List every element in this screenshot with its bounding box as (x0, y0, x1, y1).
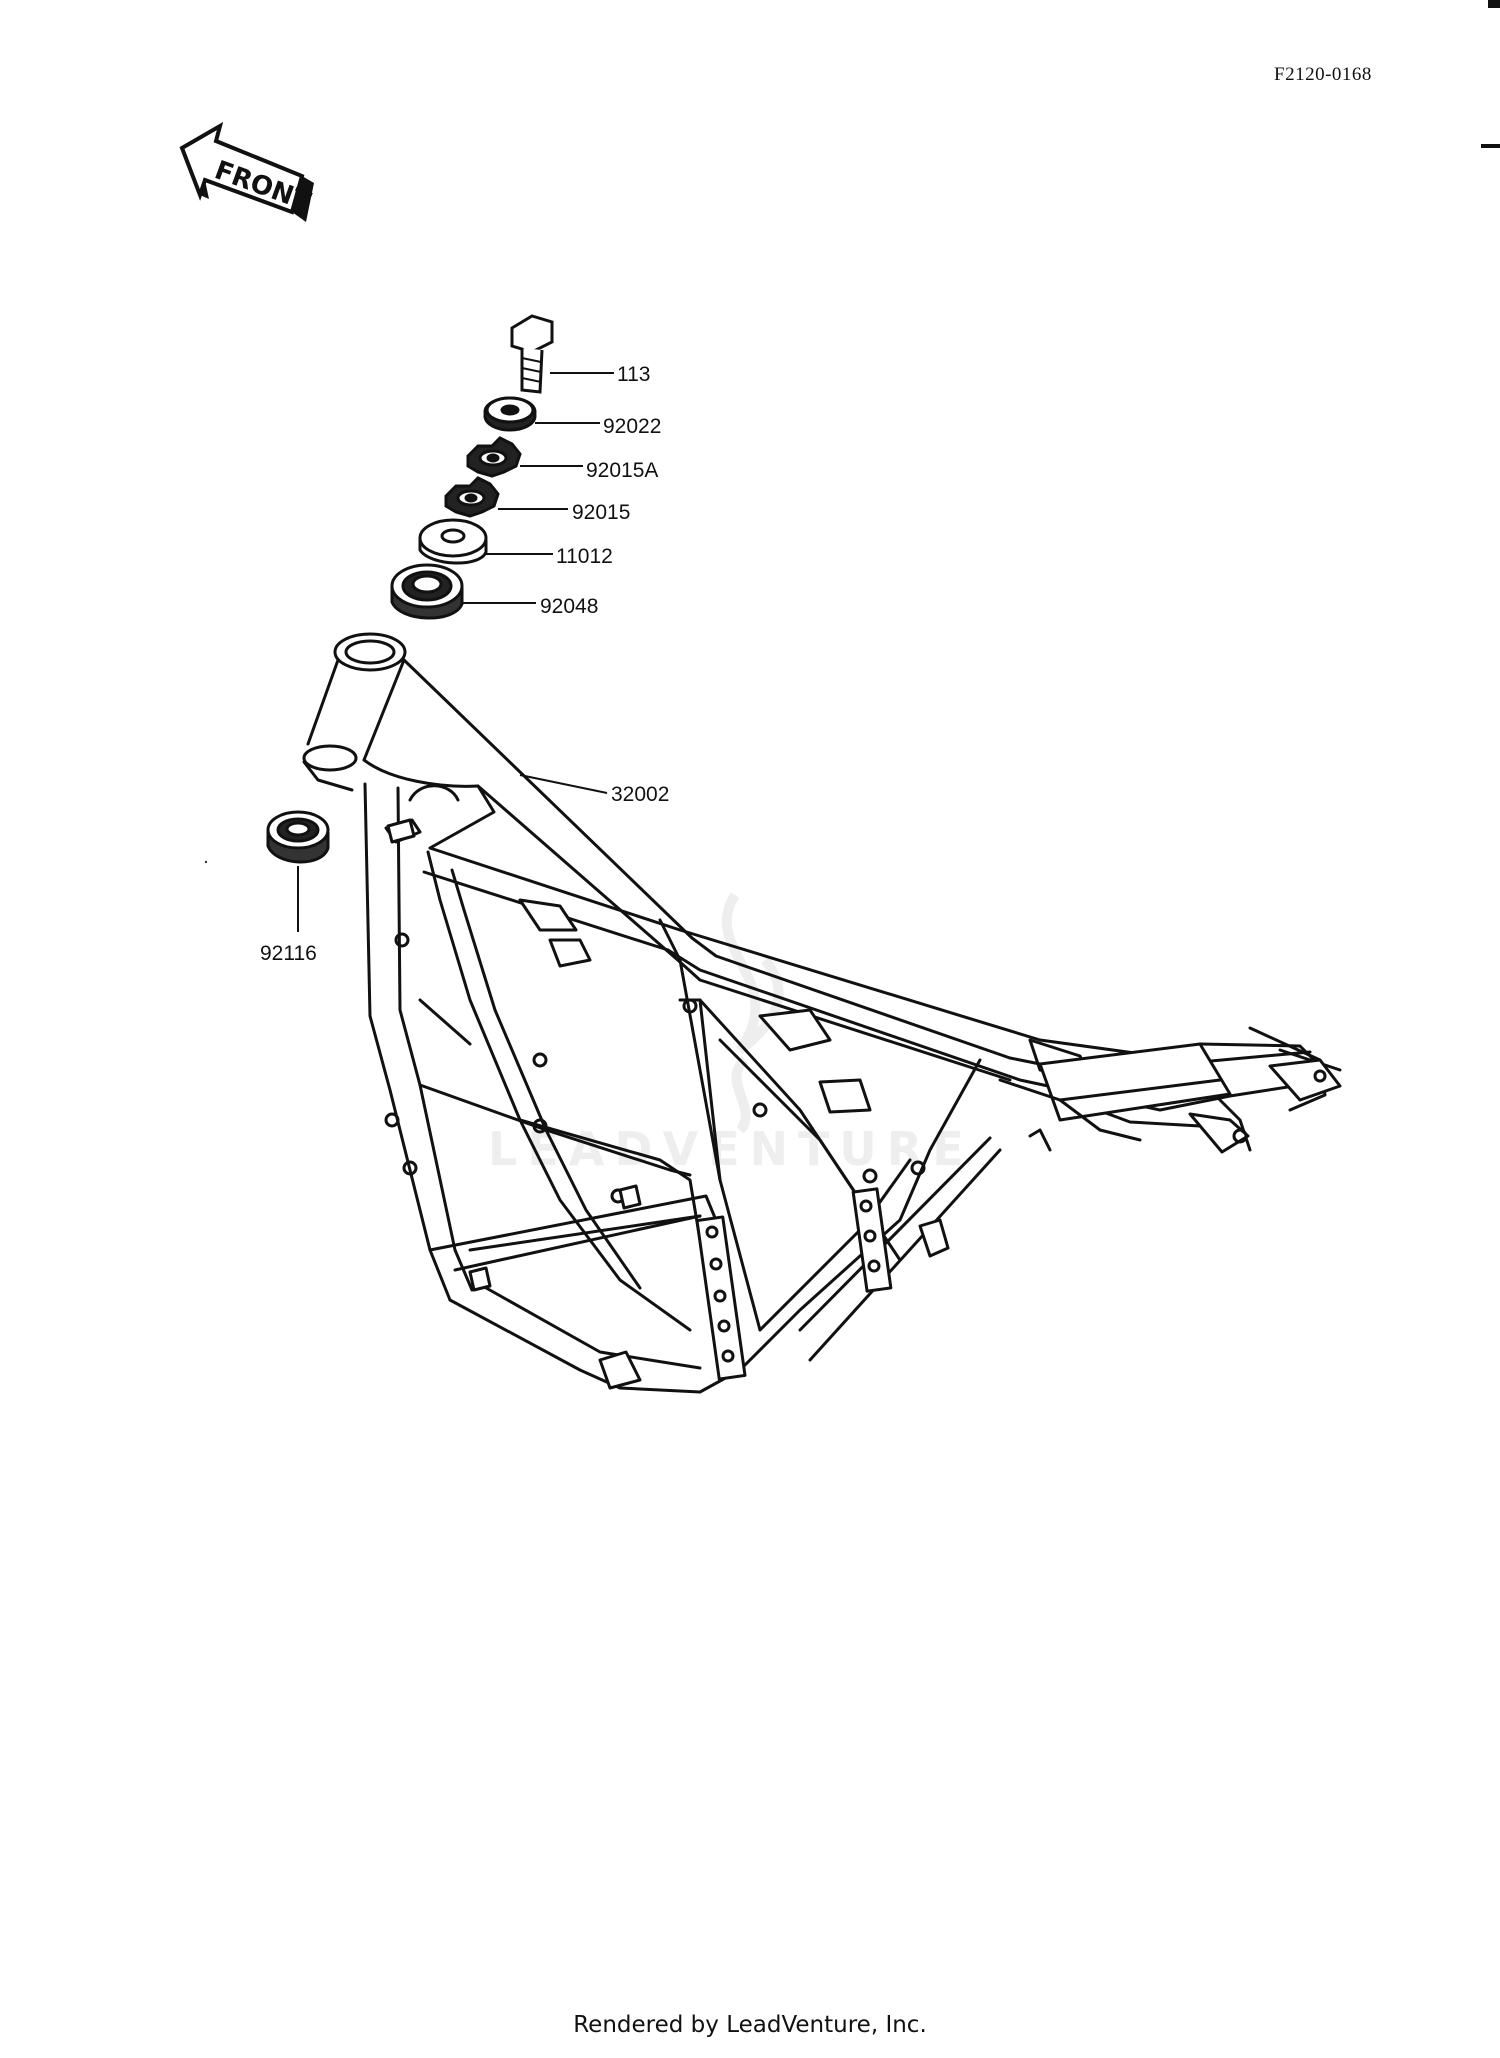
callout-113: 113 (617, 363, 650, 386)
watermark: LEADVENTURE (488, 1122, 974, 1176)
callout-92116: 92116 (260, 942, 317, 965)
nut-92015 (444, 476, 500, 518)
callout-92015A: 92015A (586, 459, 658, 482)
callout-92022: 92022 (603, 415, 661, 438)
footer-credit: Rendered by LeadVenture, Inc. (573, 2012, 927, 2038)
leader-lines (297, 372, 614, 932)
cap-11012 (418, 518, 488, 565)
edge-mark-top (1488, 0, 1500, 8)
washer-92022 (483, 396, 537, 432)
bolt-113 (510, 314, 554, 394)
speck (204, 860, 208, 864)
callout-92048: 92048 (540, 595, 598, 618)
frame-32002 (302, 632, 1342, 1394)
callout-11012: 11012 (556, 545, 613, 568)
document-code: F2120-0168 (1274, 64, 1372, 85)
callout-92015: 92015 (572, 501, 630, 524)
nut-92015A (466, 436, 522, 478)
edge-mark-side (1481, 144, 1500, 148)
bearing-92048 (390, 563, 464, 620)
bearing-92116 (266, 810, 330, 864)
callout-32002: 32002 (611, 783, 669, 806)
front-arrow: FRONT (179, 121, 315, 222)
watermark-logo (721, 892, 784, 1134)
